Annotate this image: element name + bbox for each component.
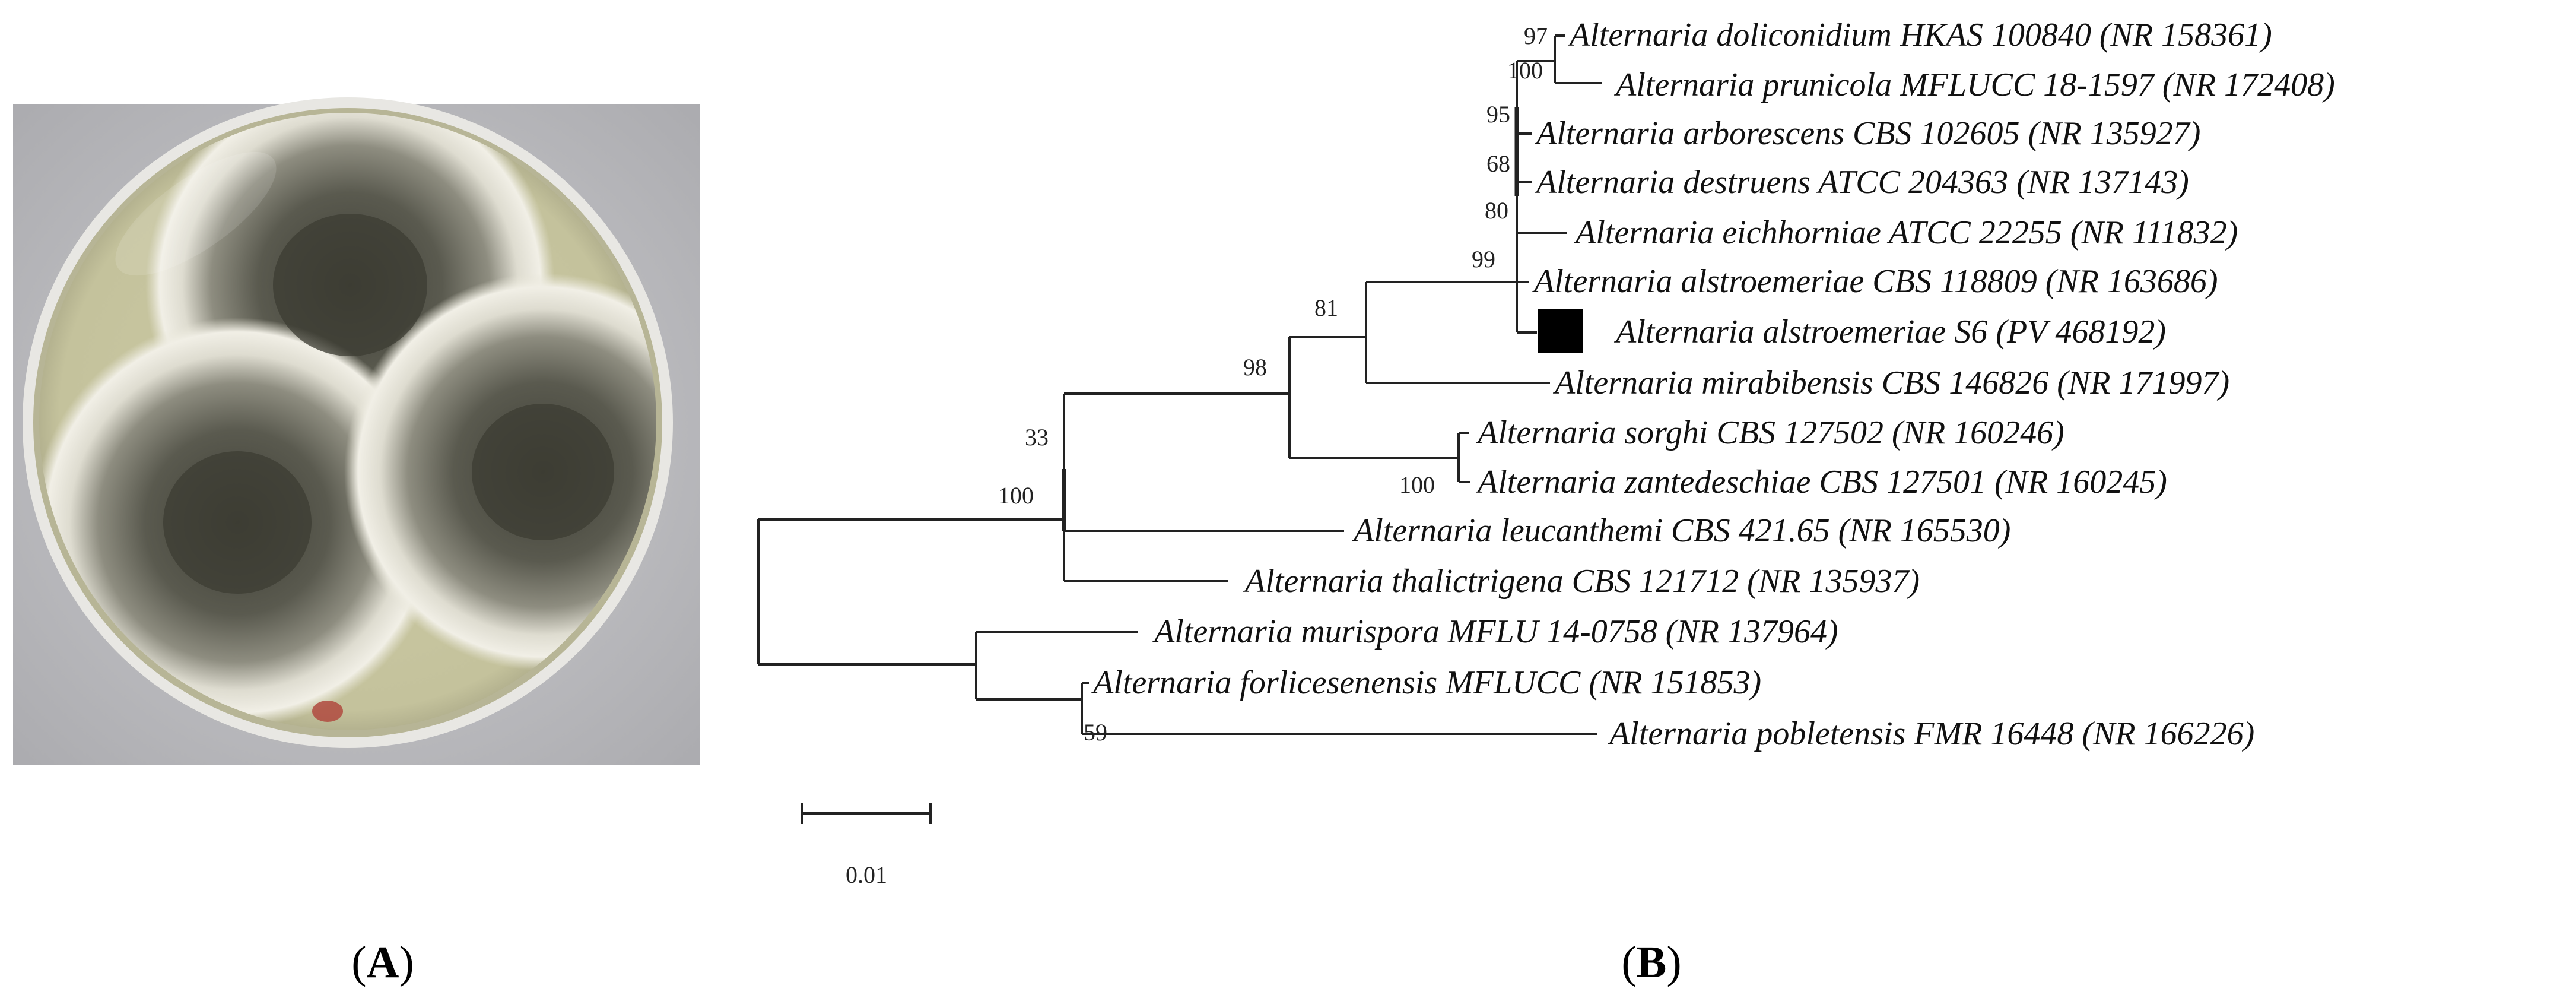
bootstrap-value: 97 <box>1524 23 1548 49</box>
scale-bar-label: 0.01 <box>846 861 887 888</box>
bootstrap-value: 100 <box>998 482 1034 509</box>
isolate-marker-square <box>1538 309 1583 353</box>
colony-core-left <box>163 451 312 594</box>
taxon-label: Alternaria zantedeschiae CBS 127501 (NR … <box>1475 464 2167 500</box>
bootstrap-value: 33 <box>1025 424 1049 451</box>
taxon-label: Alternaria doliconidium HKAS 100840 (NR … <box>1567 17 2272 53</box>
bootstrap-value: 98 <box>1243 354 1267 381</box>
taxon-label: Alternaria murispora MFLU 14-0758 (NR 13… <box>1152 613 1838 650</box>
red-spot <box>312 701 343 722</box>
phylogenetic-tree <box>757 34 1602 735</box>
taxon-label: Alternaria alstroemeriae S6 (PV 468192) <box>1613 313 2166 350</box>
bootstrap-value: 59 <box>1084 719 1107 746</box>
taxon-label: Alternaria eichhorniae ATCC 22255 (NR 11… <box>1573 214 2238 251</box>
taxon-label: Alternaria mirabibensis CBS 146826 (NR 1… <box>1552 365 2229 401</box>
colony-core-top <box>273 214 427 356</box>
bootstrap-value: 80 <box>1485 197 1508 224</box>
colony-core-right <box>472 404 614 540</box>
taxon-label: Alternaria pobletensis FMR 16448 (NR 166… <box>1607 715 2254 752</box>
taxon-label: Alternaria prunicola MFLUCC 18-1597 (NR … <box>1613 66 2335 103</box>
panel-label-a-letter: A <box>367 937 399 987</box>
bootstrap-value: 95 <box>1486 101 1510 128</box>
taxon-labels: Alternaria doliconidium HKAS 100840 (NR … <box>1091 17 2335 752</box>
panel-label-b-letter: B <box>1637 937 1667 987</box>
bootstrap-value: 81 <box>1314 294 1338 321</box>
panel-label-a: (A) <box>351 937 414 987</box>
taxon-label: Alternaria alstroemeriae CBS 118809 (NR … <box>1532 263 2218 300</box>
bootstrap-value: 99 <box>1472 246 1495 273</box>
panel-label-b: (B) <box>1621 937 1681 987</box>
scale-bar <box>801 803 932 824</box>
taxon-label: Alternaria forlicesenensis MFLUCC (NR 15… <box>1091 664 1761 701</box>
bootstrap-value: 100 <box>1399 471 1435 498</box>
bootstrap-value: 68 <box>1486 150 1510 177</box>
taxon-label: Alternaria leucanthemi CBS 421.65 (NR 16… <box>1351 512 2010 549</box>
bootstrap-value: 100 <box>1507 57 1543 84</box>
taxon-label: Alternaria destruens ATCC 204363 (NR 137… <box>1534 164 2189 201</box>
plate-glare <box>115 151 277 276</box>
taxon-label: Alternaria arborescens CBS 102605 (NR 13… <box>1534 115 2200 152</box>
taxon-label: Alternaria thalictrigena CBS 121712 (NR … <box>1243 563 1920 600</box>
taxon-label: Alternaria sorghi CBS 127502 (NR 160246) <box>1475 414 2064 451</box>
panel-a-photo <box>13 97 700 765</box>
bootstrap-values: 97 100 95 68 80 99 81 98 33 100 100 59 <box>998 23 1548 746</box>
